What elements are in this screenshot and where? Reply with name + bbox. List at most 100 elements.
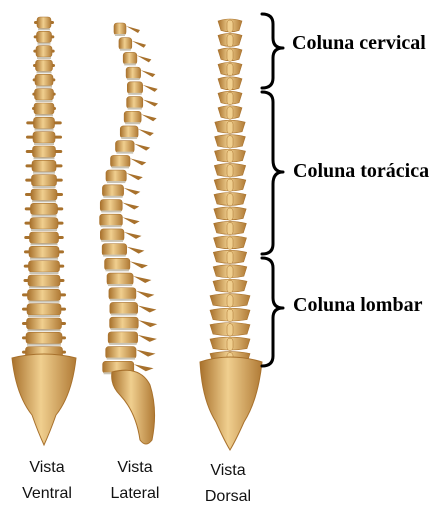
vertebra: [100, 229, 124, 241]
vertebra: [36, 46, 52, 57]
intervertebral-disc: [34, 143, 54, 145]
spinous-process: [138, 305, 157, 312]
vertebra: [109, 288, 136, 300]
vertebra: [35, 89, 54, 100]
vertebra: [115, 141, 134, 153]
intervertebral-disc: [30, 258, 58, 260]
intervertebral-disc: [120, 49, 131, 51]
spinous-process: [141, 70, 156, 77]
spine-dorsal-view: [200, 19, 262, 450]
spinous-process: [227, 63, 233, 75]
spinous-process: [227, 136, 233, 148]
spinous-process: [124, 232, 142, 239]
spinous-process: [143, 85, 158, 92]
intervertebral-disc: [35, 114, 53, 116]
caption-dorsal: Vista Dorsal: [188, 458, 268, 510]
vertebra: [35, 74, 53, 85]
intervertebral-disc: [116, 152, 133, 154]
spinous-process: [227, 121, 233, 133]
intervertebral-disc: [31, 243, 58, 245]
spinous-process: [227, 280, 233, 292]
vertebra: [32, 160, 56, 171]
vertebra: [34, 103, 54, 114]
spinous-process: [227, 251, 233, 263]
intervertebral-disc: [103, 255, 126, 257]
vertebra: [30, 232, 59, 243]
vertebra: [114, 23, 126, 35]
intervertebral-disc: [33, 172, 55, 174]
spinous-process: [227, 338, 233, 350]
vertebra: [30, 218, 58, 229]
vertebra: [127, 82, 142, 94]
sacrum: [12, 354, 76, 445]
caption-ventral: Vista Ventral: [7, 455, 87, 507]
caption-lateral: Vista Lateral: [95, 455, 175, 507]
intervertebral-disc: [27, 344, 61, 346]
vertebra: [26, 332, 62, 343]
spinous-process: [227, 179, 233, 191]
intervertebral-disc: [109, 343, 137, 345]
vertebra: [29, 261, 60, 272]
vertebra: [107, 273, 133, 285]
region-label-cervical: Coluna cervical: [292, 32, 426, 55]
brace-cervical: [262, 14, 283, 88]
vertebra: [34, 117, 55, 128]
vertebra: [108, 332, 138, 344]
spinous-process: [227, 49, 233, 61]
intervertebral-disc: [125, 122, 140, 124]
vertebra: [106, 170, 126, 182]
spinous-process: [227, 309, 233, 321]
vertebra: [31, 189, 57, 200]
caption-lateral-line1: Vista: [95, 455, 175, 481]
spinous-process: [122, 217, 139, 224]
vertebra: [124, 111, 141, 123]
spinous-process: [227, 34, 233, 46]
region-label-toracica: Coluna torácica: [293, 160, 429, 183]
intervertebral-disc: [103, 196, 122, 198]
intervertebral-disc: [112, 166, 130, 168]
spinous-process: [132, 41, 146, 48]
sacrum: [200, 357, 262, 450]
intervertebral-disc: [124, 63, 136, 65]
intervertebral-disc: [101, 225, 122, 227]
spinous-process: [227, 92, 233, 104]
spinous-process: [141, 114, 157, 121]
vertebra: [37, 17, 51, 28]
spinous-process: [227, 324, 233, 336]
intervertebral-disc: [106, 269, 129, 271]
intervertebral-disc: [127, 78, 140, 80]
region-label-lombar: Coluna lombar: [293, 294, 422, 317]
vertebra: [37, 31, 52, 42]
intervertebral-disc: [29, 301, 60, 303]
intervertebral-disc: [33, 186, 56, 188]
vertebra: [119, 38, 132, 50]
intervertebral-disc: [36, 100, 53, 102]
vertebra: [29, 246, 59, 257]
intervertebral-disc: [38, 43, 51, 45]
spinous-process: [227, 237, 233, 249]
spinous-process: [126, 26, 140, 33]
spinous-process: [126, 173, 142, 180]
intervertebral-disc: [32, 200, 56, 202]
intervertebral-disc: [110, 299, 135, 301]
spinous-process: [137, 55, 152, 62]
spinous-process: [227, 78, 233, 90]
caption-ventral-line2: Ventral: [7, 481, 87, 507]
intervertebral-disc: [34, 157, 55, 159]
intervertebral-disc: [37, 71, 52, 73]
intervertebral-disc: [111, 328, 138, 330]
vertebra: [27, 304, 61, 315]
spinous-process: [122, 203, 139, 210]
vertebra: [111, 155, 131, 167]
spinous-process: [227, 222, 233, 234]
spinous-process: [133, 276, 151, 283]
caption-ventral-line1: Vista: [7, 455, 87, 481]
spinous-process: [134, 144, 150, 151]
caption-lateral-line2: Lateral: [95, 481, 175, 507]
vertebra: [31, 203, 58, 214]
vertebra: [102, 185, 123, 197]
vertebra: [110, 317, 139, 329]
vertebra: [100, 214, 123, 226]
vertebra: [100, 200, 122, 212]
